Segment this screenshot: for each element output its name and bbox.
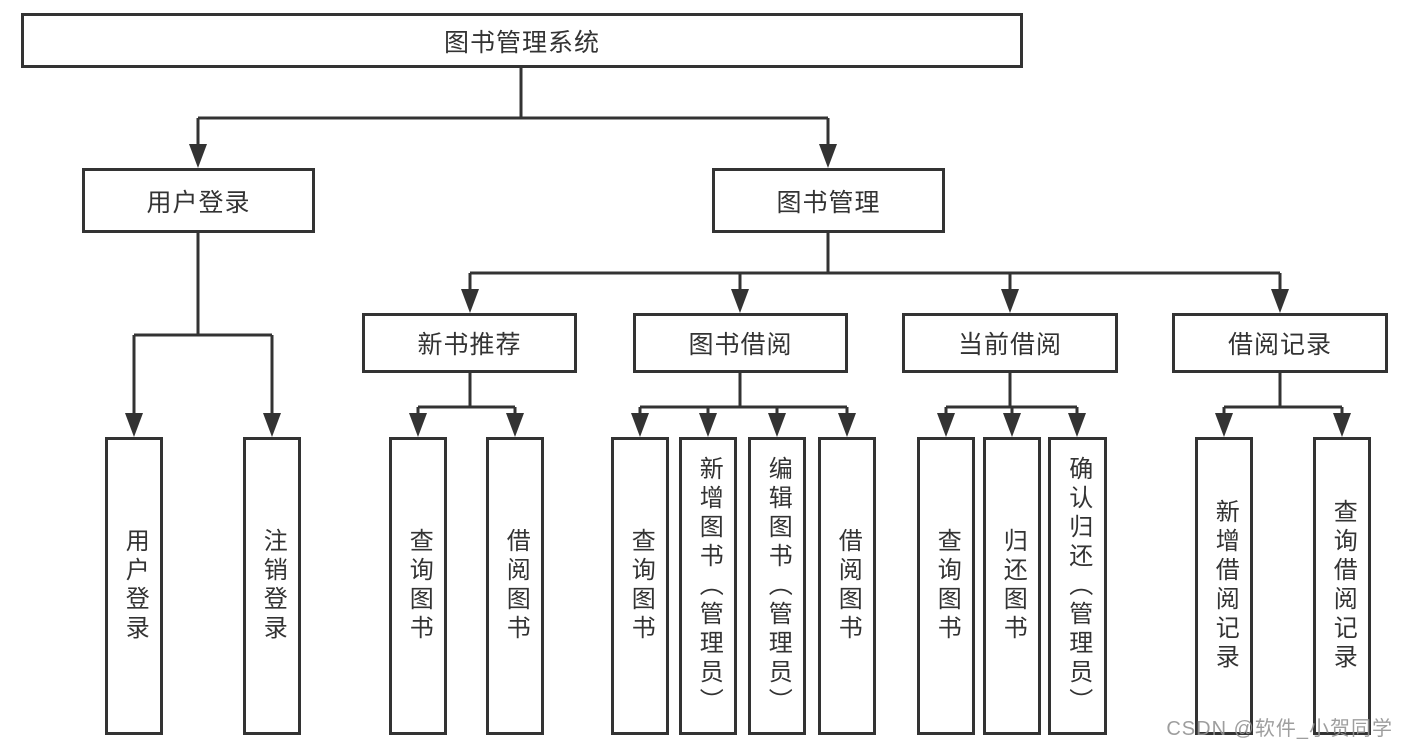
node-return-books: 归还图书	[983, 437, 1041, 735]
connector-new-book-arrowheads	[409, 413, 524, 437]
node-label: 新书推荐	[417, 331, 522, 359]
node-label: 借阅图书	[834, 528, 862, 644]
connector-book-mgmt-to-modules	[468, 233, 1282, 291]
node-query-books-recommend: 查询图书	[389, 437, 447, 735]
node-book-management-branch: 图书管理	[712, 168, 945, 233]
connector-current-borrow-arrowheads	[937, 413, 1086, 437]
node-label: 借阅记录	[1227, 331, 1332, 359]
node-label: 当前借阅	[957, 331, 1062, 359]
connector-book-borrow-arrowheads	[631, 413, 856, 437]
node-label: 新增借阅记录	[1211, 499, 1239, 673]
connector-user-login-to-children	[132, 233, 274, 415]
node-borrow-books-recommend: 借阅图书	[486, 437, 544, 735]
connector-new-book-to-children	[416, 373, 517, 415]
node-book-borrow: 图书借阅	[633, 313, 848, 373]
connector-current-borrow-to-children	[944, 373, 1079, 415]
node-label: 用户登录	[121, 528, 149, 644]
node-label: 借阅图书	[502, 528, 530, 644]
node-confirm-return-admin: 确认归还（管理员）	[1048, 437, 1107, 735]
node-query-borrow-record: 查询借阅记录	[1313, 437, 1371, 735]
connector-book-borrow-to-children	[638, 373, 849, 415]
connector-root-to-branches	[196, 68, 830, 146]
node-label: 图书管理	[776, 188, 881, 217]
node-add-borrow-record: 新增借阅记录	[1195, 437, 1253, 735]
node-label: 查询图书	[405, 528, 433, 644]
node-query-books-borrow: 查询图书	[611, 437, 669, 735]
connector-book-mgmt-arrowheads	[461, 289, 1289, 313]
node-user-login-branch: 用户登录	[82, 168, 315, 233]
node-query-books-current: 查询图书	[917, 437, 975, 735]
node-borrow-books-leaf: 借阅图书	[818, 437, 876, 735]
node-borrow-records: 借阅记录	[1172, 313, 1388, 373]
node-library-management-system: 图书管理系统	[21, 13, 1023, 68]
csdn-watermark: CSDN @软件_小贺同学	[1166, 718, 1393, 740]
node-label: 图书借阅	[688, 331, 793, 359]
node-add-books-admin: 新增图书（管理员）	[679, 437, 737, 735]
node-logout-login-leaf: 注销登录	[243, 437, 301, 735]
node-label: 用户登录	[146, 188, 251, 217]
connector-borrow-records-to-children	[1222, 373, 1344, 415]
connector-root-arrowheads	[189, 144, 837, 168]
node-user-login-leaf: 用户登录	[105, 437, 163, 735]
node-label: 查询借阅记录	[1329, 499, 1357, 673]
node-label: 编辑图书（管理员）	[764, 455, 792, 717]
node-new-book-recommend: 新书推荐	[362, 313, 577, 373]
node-label: 确认归还（管理员）	[1064, 455, 1092, 717]
node-current-borrow: 当前借阅	[902, 313, 1118, 373]
node-label: 注销登录	[259, 528, 287, 644]
node-label: 归还图书	[999, 528, 1027, 644]
connector-borrow-records-arrowheads	[1215, 413, 1351, 437]
node-edit-books-admin: 编辑图书（管理员）	[748, 437, 806, 735]
node-label: 查询图书	[933, 528, 961, 644]
node-label: 新增图书（管理员）	[695, 455, 723, 717]
node-label: 图书管理系统	[443, 28, 600, 57]
connector-user-login-arrowheads	[125, 413, 281, 437]
node-label: 查询图书	[627, 528, 655, 644]
